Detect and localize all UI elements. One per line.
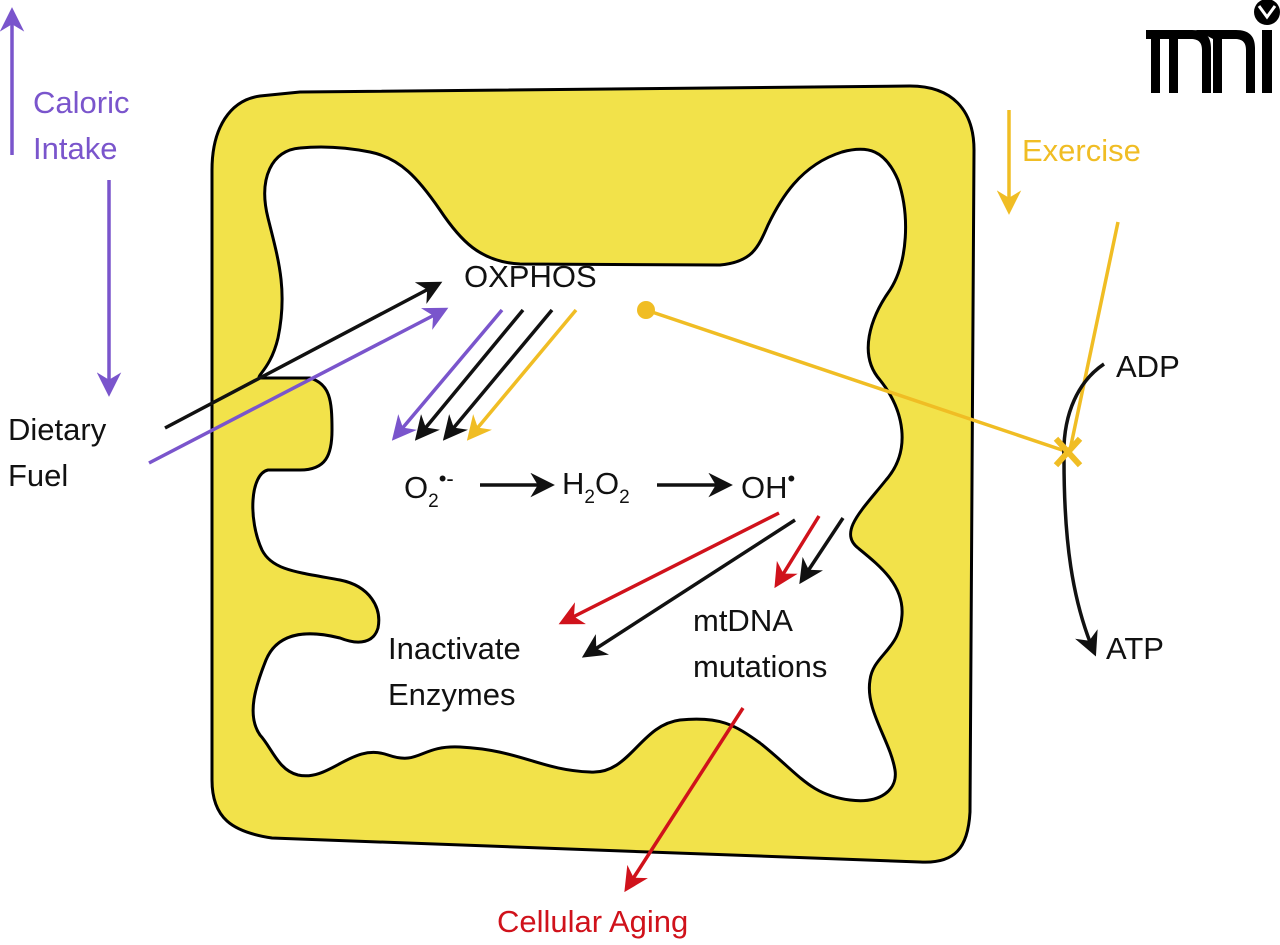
- inactivate-label-line1: Inactivate: [388, 631, 521, 666]
- inner-membrane: [251, 145, 907, 803]
- superoxide-base: O: [404, 470, 429, 505]
- inactivate-label-line2: Enzymes: [388, 677, 516, 712]
- dietary-label-line1: Dietary: [8, 412, 107, 447]
- mi-logo-icon: [1146, 0, 1280, 93]
- mtdna-to-aging-arrow: [624, 707, 745, 893]
- coupling-line: [645, 308, 1069, 454]
- superoxide-label: O2•-: [404, 466, 454, 513]
- adp-to-atp-arrow: [1062, 362, 1105, 657]
- coupling-x-icon: [1053, 436, 1083, 468]
- peroxide-label: H2O2: [562, 466, 630, 509]
- oxphos-to-superoxide-black-1: [414, 308, 525, 441]
- hydroxyl-to-mtdna-black: [799, 517, 845, 585]
- oxphos-label: OXPHOS: [464, 259, 597, 294]
- peroxide-h: H: [562, 466, 585, 501]
- mtdna-label-line2: mutations: [693, 649, 828, 684]
- superoxide-sub: 2: [428, 491, 439, 512]
- cellular-aging-label: Cellular Aging: [497, 904, 689, 939]
- peroxide-o-sub: 2: [619, 487, 630, 508]
- exercise-label: Exercise: [1022, 133, 1141, 168]
- peroxide-h-sub: 2: [584, 487, 595, 508]
- exercise-coupling-line: [1068, 221, 1120, 451]
- hydroxyl-base: OH: [741, 470, 788, 505]
- mtdna-label-line1: mtDNA: [693, 603, 793, 638]
- hydroxyl-to-enzymes-black: [581, 518, 796, 658]
- caloric-label-line1: Caloric: [33, 85, 130, 120]
- caloric-label-line2: Intake: [33, 131, 118, 166]
- atp-label: ATP: [1106, 631, 1164, 666]
- hydroxyl-label: OH•: [741, 466, 795, 506]
- fuel-to-oxphos-arrow-purple: [148, 307, 449, 465]
- peroxide-o: O: [594, 466, 620, 501]
- mtdna-mutations-label: mtDNA mutations: [693, 598, 827, 690]
- dietary-label-line2: Fuel: [8, 458, 69, 493]
- hydroxyl-sup: •: [787, 466, 796, 491]
- oxphos-to-superoxide-gold: [466, 308, 578, 441]
- hydroxyl-to-mtdna-red: [774, 515, 821, 589]
- oxphos-to-superoxide-purple: [391, 308, 504, 441]
- adp-label: ADP: [1116, 349, 1180, 384]
- hydroxyl-to-enzymes-red: [558, 511, 780, 625]
- fuel-to-oxphos-arrow-black: [164, 281, 443, 430]
- inactivate-enzymes-label: Inactivate Enzymes: [388, 626, 521, 718]
- dietary-fuel-label: Dietary Fuel: [8, 407, 106, 499]
- oxphos-to-superoxide-black-2: [442, 308, 554, 441]
- caloric-intake-label: Caloric Intake: [33, 80, 129, 172]
- superoxide-sup: •-: [438, 466, 454, 491]
